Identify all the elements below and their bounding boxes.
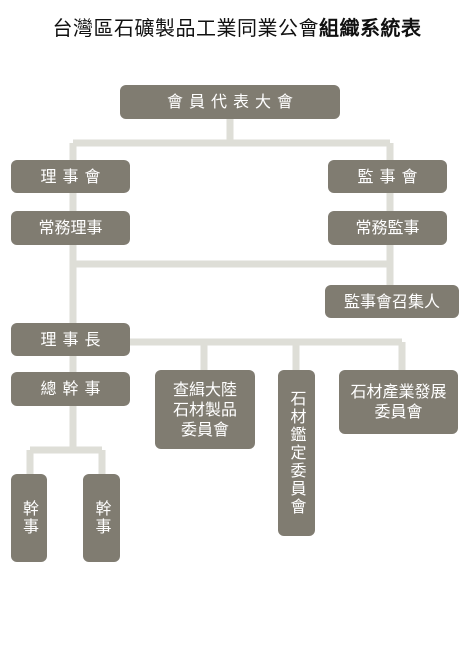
- node-chairman: 理事長: [11, 323, 130, 356]
- node-supervisor-convener: 監事會召集人: [325, 285, 459, 318]
- node-board-of-directors: 理事會: [11, 160, 130, 193]
- chart-title-emphasis: 組織系統表: [319, 16, 422, 40]
- node-standing-directors: 常務理事: [11, 211, 130, 245]
- chart-title-prefix: 台灣區石礦製品工業同業公會: [52, 16, 319, 40]
- node-committee-appraisal: 石材鑑定委員會: [278, 370, 315, 536]
- node-officer-2: 幹事: [83, 474, 120, 562]
- node-committee-development: 石材產業發展 委員會: [339, 370, 458, 434]
- node-members-assembly: 會員代表大會: [120, 85, 340, 119]
- node-officer-1: 幹事: [11, 474, 47, 562]
- node-board-of-supervisors: 監事會: [328, 160, 447, 193]
- node-secretary-general: 總幹事: [11, 372, 130, 406]
- node-standing-supervisors: 常務監事: [328, 211, 447, 245]
- chart-title: 台灣區石礦製品工業同業公會組織系統表: [0, 12, 474, 41]
- node-committee-inspection: 查緝大陸 石材製品 委員會: [155, 370, 255, 449]
